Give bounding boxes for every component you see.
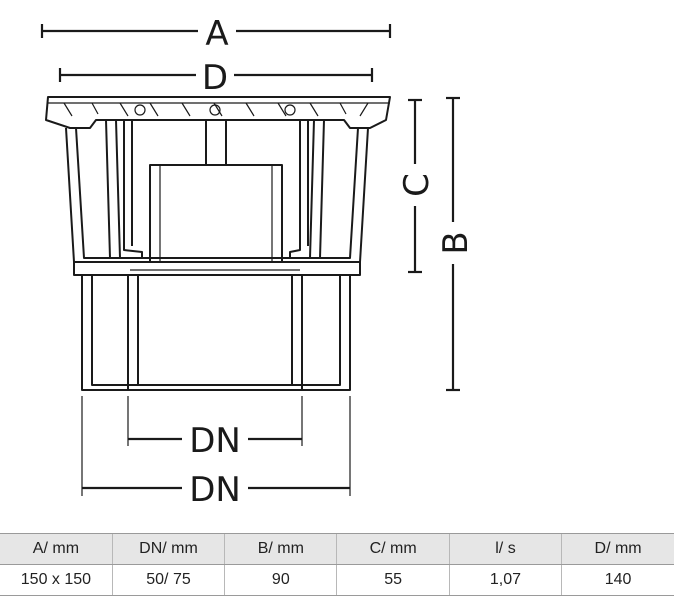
cell-b: 90 bbox=[224, 564, 337, 596]
drain-body bbox=[45, 96, 391, 391]
dimension-dn-outer-label: DN bbox=[189, 470, 241, 510]
dimension-d: D bbox=[58, 58, 374, 98]
dimension-a: A bbox=[40, 14, 392, 54]
dimension-a-label: A bbox=[205, 14, 228, 54]
header-d: D/ mm bbox=[561, 533, 674, 565]
specification-table: A/ mm DN/ mm B/ mm C/ mm l/ s D/ mm 150 … bbox=[0, 533, 674, 596]
cell-dn: 50/ 75 bbox=[111, 564, 225, 596]
cell-c: 55 bbox=[336, 564, 450, 596]
dimension-dn-outer: DN bbox=[81, 396, 351, 510]
dimension-dn-inner: DN bbox=[127, 396, 303, 461]
dimension-b-label: B bbox=[436, 231, 476, 254]
header-a: A/ mm bbox=[0, 533, 113, 565]
dimension-c: C bbox=[397, 98, 437, 274]
cell-a: 150 x 150 bbox=[0, 564, 113, 596]
header-b: B/ mm bbox=[224, 533, 337, 565]
header-c: C/ mm bbox=[336, 533, 450, 565]
table-row: 150 x 150 50/ 75 90 55 1,07 140 bbox=[0, 564, 674, 596]
cell-flow: 1,07 bbox=[448, 564, 562, 596]
dimension-b: B bbox=[436, 96, 476, 392]
header-dn: DN/ mm bbox=[111, 533, 225, 565]
dimension-d-label: D bbox=[202, 58, 228, 98]
table-header-row: A/ mm DN/ mm B/ mm C/ mm l/ s D/ mm bbox=[0, 533, 674, 565]
drain-technical-drawing: A D C B bbox=[40, 14, 476, 510]
dimension-c-label: C bbox=[397, 173, 437, 197]
dimension-dn-inner-label: DN bbox=[189, 421, 241, 461]
cell-d: 140 bbox=[561, 564, 674, 596]
header-flow: l/ s bbox=[448, 533, 562, 565]
